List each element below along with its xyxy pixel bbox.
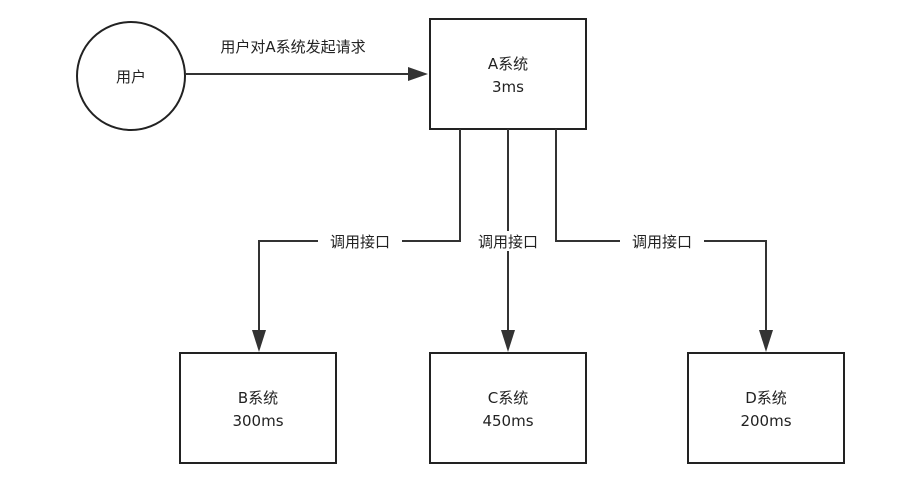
edge-a-to-d-line [555,129,767,332]
system-c-label: C系统 [488,389,528,407]
edge-a-to-d-label: 调用接口 [632,233,692,251]
edge-a-to-d-arrowhead [759,330,773,352]
edge-user-to-a-arrowhead [408,67,428,81]
edge-a-to-b-line [258,129,461,332]
system-d-box [687,352,845,464]
user-label: 用户 [116,68,146,86]
edge-a-to-c-label-bg [466,231,550,251]
system-d-label: D系统 [745,389,787,407]
system-c-node: C系统 450ms [429,352,587,464]
system-b-box [179,352,337,464]
user-circle [76,21,186,131]
edge-a-to-d-label-bg [620,231,704,251]
system-c-latency: 450ms [482,412,533,430]
edge-a-to-b: 调用接口 [252,129,461,352]
edge-a-to-b-arrowhead [252,330,266,352]
system-b-node: B系统 300ms [179,352,337,464]
system-d-latency: 200ms [740,412,791,430]
edge-a-to-b-label: 调用接口 [330,233,390,251]
system-b-label: B系统 [238,389,278,407]
edge-a-to-c-arrowhead [501,330,515,352]
system-d-node: D系统 200ms [687,352,845,464]
user-node: 用户 [76,21,186,131]
edge-user-to-a-label: 用户对A系统发起请求 [220,38,365,56]
system-c-box [429,352,587,464]
edge-a-to-d: 调用接口 [555,129,773,352]
edge-a-to-c: 调用接口 [466,129,550,352]
system-a-latency: 3ms [492,78,524,96]
system-a-node: A系统 3ms [429,18,587,130]
system-a-label: A系统 [488,55,528,73]
system-b-latency: 300ms [232,412,283,430]
edge-a-to-c-label: 调用接口 [478,233,538,251]
edge-user-to-a: 用户对A系统发起请求 [185,38,428,81]
edge-a-to-b-label-bg [318,231,402,251]
system-a-box [429,18,587,130]
